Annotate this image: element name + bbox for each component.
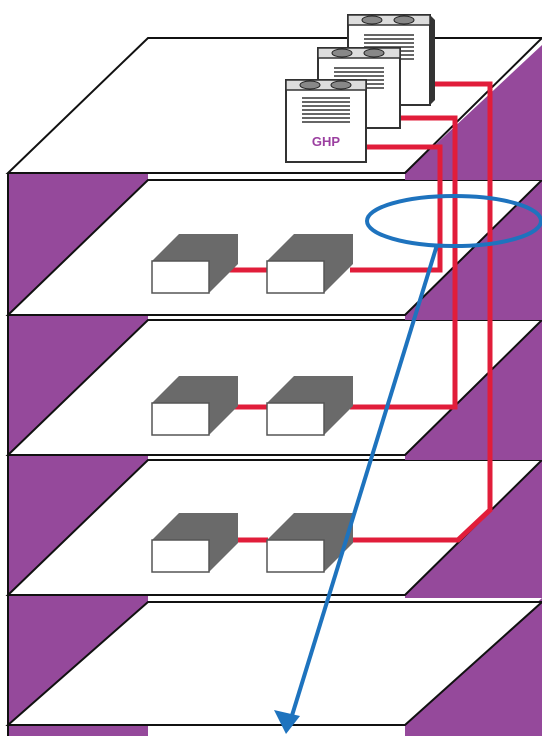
roof — [5, 37, 542, 180]
outdoor-units: GHP — [285, 14, 435, 163]
highlight-ellipse — [365, 194, 542, 248]
refrigerant-piping — [205, 81, 493, 543]
indoor-unit — [266, 376, 353, 436]
highlight-arrow-head — [274, 710, 300, 734]
indoor-unit — [266, 234, 353, 294]
pipe-floor-2 — [350, 115, 458, 410]
indoor-unit — [151, 376, 238, 436]
floor-slab — [5, 601, 542, 726]
indoor-unit — [151, 234, 238, 294]
ghp-unit-front: GHP — [285, 79, 367, 163]
piping-highlight — [274, 194, 542, 734]
floor-2 — [5, 315, 542, 460]
floor-1 — [5, 173, 542, 320]
highlight-arrow-shaft — [288, 244, 439, 723]
indoor-unit — [151, 513, 238, 573]
indoor-unit — [266, 513, 353, 573]
indoor-units — [151, 234, 353, 573]
pipe-floor-1 — [350, 144, 443, 273]
ghp-label: GHP — [312, 134, 341, 149]
building-level-bottom — [5, 595, 542, 736]
pipe-floor-3 — [350, 81, 493, 543]
floor-3 — [5, 455, 542, 598]
